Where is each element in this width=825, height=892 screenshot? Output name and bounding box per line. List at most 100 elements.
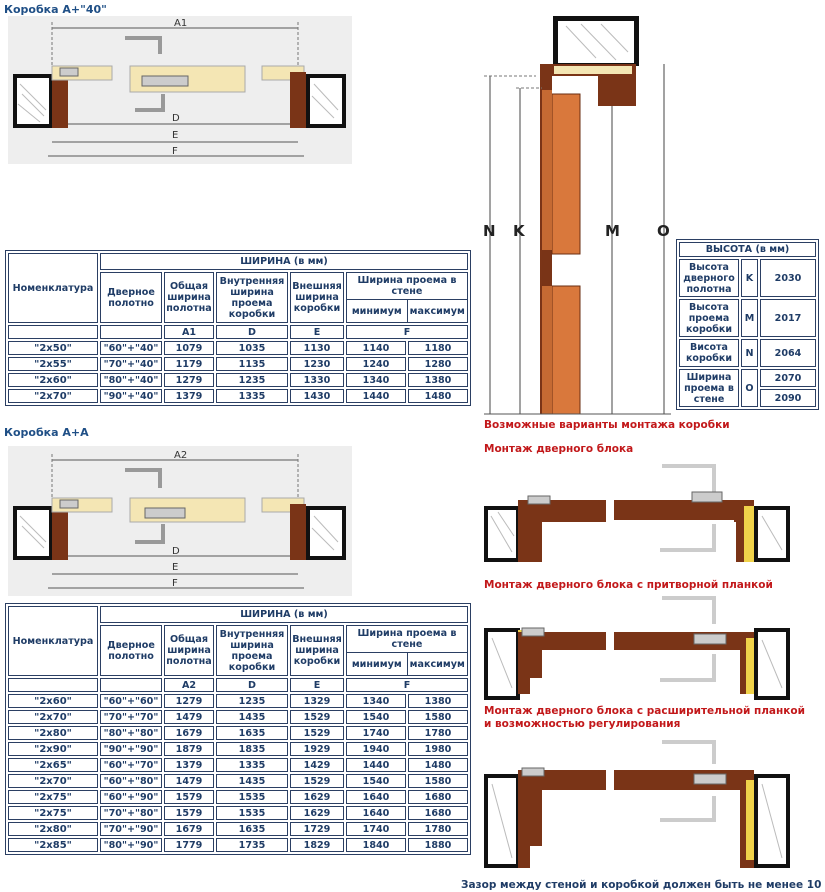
code-e-2: E <box>290 678 344 692</box>
table-cell: "70"+"80" <box>100 806 162 820</box>
table-cell: 1480 <box>407 758 468 772</box>
height-table-title: ВЫСОТА (в мм) <box>679 242 816 257</box>
table-cell: 1780 <box>407 726 468 740</box>
table-cell: 1779 <box>164 838 214 852</box>
dim-label-f-2: F <box>172 578 178 589</box>
code-a1: A1 <box>164 325 214 339</box>
cell-nomenclature: "2х60" <box>8 373 98 387</box>
plan-drawing-a40: A1 D E F <box>8 16 352 164</box>
table-cell: 1179 <box>164 357 214 371</box>
table-cell: 1829 <box>290 838 344 852</box>
table-cell: 1679 <box>164 822 214 836</box>
table-cell: 1435 <box>216 710 288 724</box>
table-cell: 1679 <box>164 726 214 740</box>
cell-nomenclature: "2х70" <box>8 774 98 788</box>
table-cell: 1629 <box>290 790 344 804</box>
table-cell: 1429 <box>290 758 344 772</box>
height-diagram: N K M O <box>483 16 671 415</box>
cell-nomenclature: "2х90" <box>8 742 98 756</box>
table-cell: 1680 <box>407 790 468 804</box>
dim-label-d-2: D <box>172 546 180 557</box>
table-cell: 1635 <box>216 726 288 740</box>
caption-mount-3b: и возможностью регулирования <box>484 718 681 730</box>
table-cell: 1840 <box>346 838 406 852</box>
table-cell: 1940 <box>346 742 406 756</box>
cell-nomenclature: "2х50" <box>8 341 98 355</box>
table-cell: 1379 <box>164 389 214 403</box>
height-row-label: Высота проема коробки <box>679 299 739 337</box>
col-header-max-2: максимум <box>409 658 465 670</box>
table-cell: 1729 <box>290 822 344 836</box>
height-row-value: 2030 <box>760 259 816 297</box>
table-cell: 1379 <box>164 758 214 772</box>
table-cell: 1035 <box>216 341 288 355</box>
table-cell: 1740 <box>346 726 406 740</box>
table-cell: 1340 <box>346 373 406 387</box>
height-row-label: Висота коробки <box>679 339 739 367</box>
dim-label-d: D <box>172 113 180 124</box>
table-cell: 1135 <box>216 357 288 371</box>
table-cell: 1640 <box>346 806 406 820</box>
table-cell: "60"+"40" <box>100 341 162 355</box>
dim-label-o: O <box>657 222 670 240</box>
table-cell: 1529 <box>290 710 344 724</box>
caption-mount-1: Монтаж дверного блока <box>484 443 634 455</box>
height-row-value: 2064 <box>760 339 816 367</box>
dim-label-f: F <box>172 146 178 157</box>
code-a2: A2 <box>164 678 214 692</box>
table-cell: 1579 <box>164 806 214 820</box>
table-cell: "80"+"90" <box>100 838 162 852</box>
col-header-width-group: ШИРИНА (в мм) <box>100 253 468 270</box>
code-d: D <box>216 325 288 339</box>
dim-label-m: M <box>605 222 620 240</box>
code-e: E <box>290 325 344 339</box>
table-cell: 1735 <box>216 838 288 852</box>
table-cell: 1279 <box>164 694 214 708</box>
dim-label-k: K <box>513 222 526 240</box>
table-cell: 1740 <box>346 822 406 836</box>
code-f: F <box>346 325 468 339</box>
table-cell: 1835 <box>216 742 288 756</box>
table-cell: "60"+"90" <box>100 790 162 804</box>
table-cell: 1430 <box>290 389 344 403</box>
height-row-code: M <box>741 299 758 337</box>
table-cell: 1235 <box>216 373 288 387</box>
table-cell: 1280 <box>407 357 468 371</box>
table-cell: "80"+"40" <box>100 373 162 387</box>
table-cell: 1879 <box>164 742 214 756</box>
code-f-2: F <box>346 678 468 692</box>
table-cell: 1130 <box>290 341 344 355</box>
dim-label-a1: A1 <box>174 18 187 29</box>
table-cell: 1380 <box>407 373 468 387</box>
height-row-code: O <box>741 369 758 407</box>
table-cell: "60"+"80" <box>100 774 162 788</box>
cell-nomenclature: "2х70" <box>8 710 98 724</box>
table-cell: 1529 <box>290 726 344 740</box>
table-cell: 1480 <box>407 389 468 403</box>
code-d-2: D <box>216 678 288 692</box>
col-header-max: максимум <box>409 305 465 317</box>
table-cell: 1629 <box>290 806 344 820</box>
table-cell: 1479 <box>164 710 214 724</box>
table-cell: 1440 <box>346 389 406 403</box>
height-row-code: K <box>741 259 758 297</box>
dim-label-e: E <box>172 130 178 141</box>
height-table: ВЫСОТА (в мм) Высота дверного полотна K … <box>676 239 819 410</box>
dim-label-a2: A2 <box>174 450 187 461</box>
table-cell: 1230 <box>290 357 344 371</box>
col-header-nomenclature: Номенклатура <box>8 253 98 323</box>
section1-title: Коробка А+"40" <box>4 3 107 16</box>
cell-nomenclature: "2х70" <box>8 389 98 403</box>
width-table-1: Номенклатура ШИРИНА (в мм) Дверное полот… <box>5 250 471 406</box>
col-header-inner: Внутренняя ширина проема коробки <box>216 272 288 323</box>
